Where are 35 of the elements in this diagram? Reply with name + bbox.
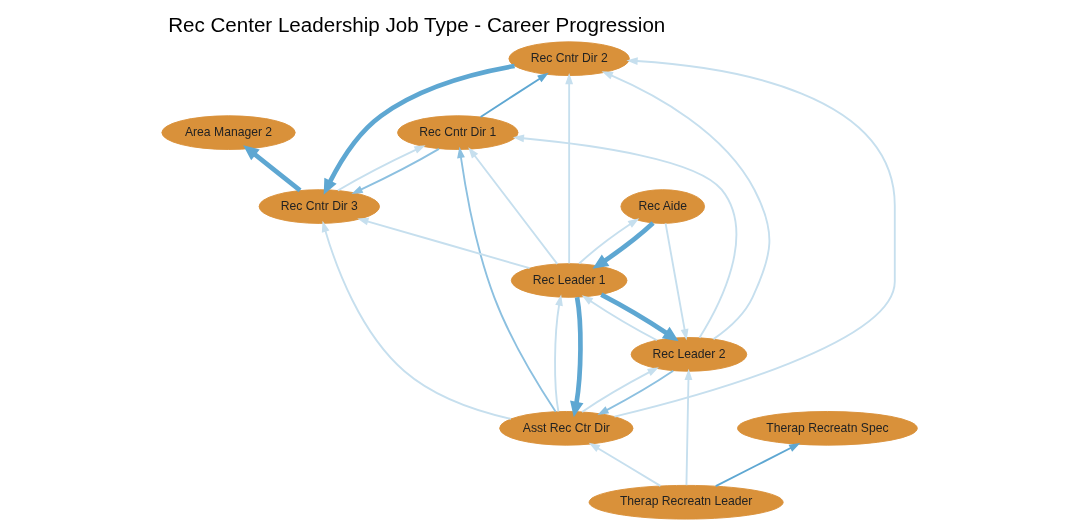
arrow: [596, 369, 674, 415]
arrow: [599, 292, 679, 342]
arrow: [467, 147, 558, 265]
node-ellipse: Rec Leader 2: [630, 337, 747, 372]
arrow: [512, 134, 737, 339]
diagram-title: Rec Center Leadership Job Type - Career Progression: [167, 13, 665, 37]
arrow: [350, 147, 440, 194]
arrow: [601, 71, 770, 341]
node-ellipse: Area Manager 2: [160, 115, 296, 150]
arrow: [588, 442, 661, 487]
arrow: [577, 218, 639, 265]
arrow: [321, 220, 512, 420]
node-ellipse: Asst Rec Ctr Dir: [498, 411, 633, 446]
arrow: [356, 217, 530, 270]
arrow: [580, 367, 659, 413]
arrow: [714, 443, 800, 488]
arrow: [564, 73, 573, 265]
arrow: [479, 72, 549, 118]
arrow: [664, 222, 688, 341]
arrow: [581, 295, 658, 342]
arrow: [336, 145, 426, 192]
arrow: [684, 368, 692, 487]
node-ellipse: Rec Cntr Dir 1: [396, 115, 518, 150]
node-ellipse: Therap Recreatn Leader: [588, 484, 784, 520]
node-ellipse: Rec Aide: [619, 189, 705, 224]
arrow: [323, 63, 515, 195]
node-ellipse: Rec Leader 1: [510, 263, 627, 298]
node-ellipse: Rec Cntr Dir 2: [507, 41, 630, 76]
node-ellipse: Therap Recreatn Spec: [736, 411, 918, 446]
arrow: [592, 221, 655, 269]
arrow: [242, 145, 301, 193]
arrow: [613, 57, 896, 418]
arrow: [569, 296, 583, 418]
arrow: [553, 294, 563, 413]
arrow: [456, 146, 557, 413]
